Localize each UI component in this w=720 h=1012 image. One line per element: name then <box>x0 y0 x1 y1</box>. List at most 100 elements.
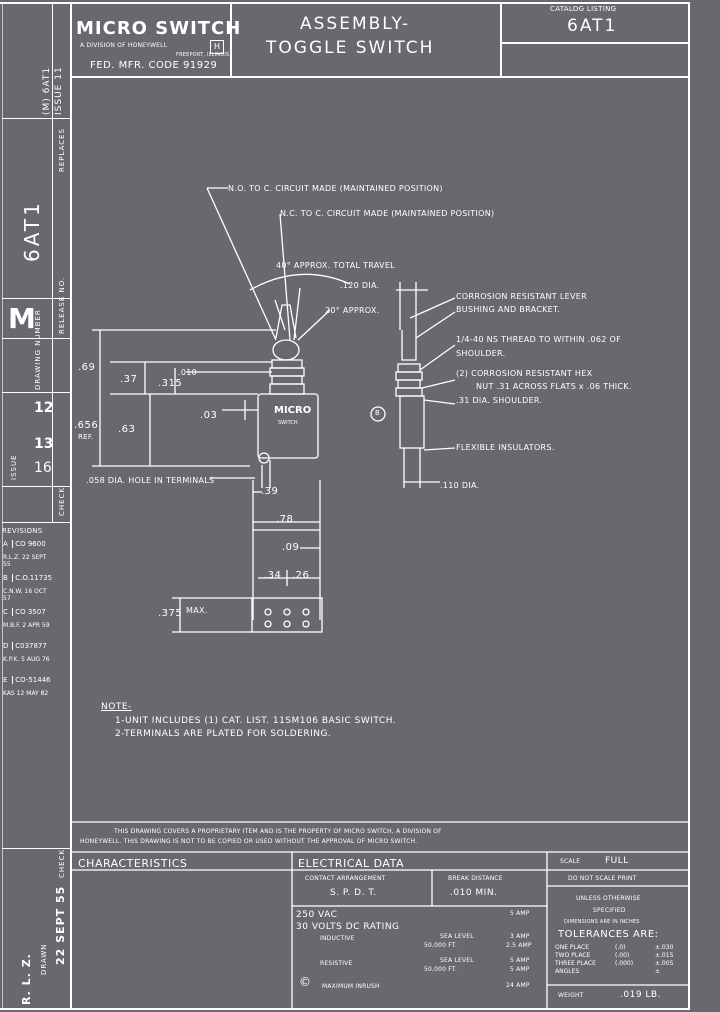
res-50k: 50,000 FT. <box>424 966 458 973</box>
dim-78: .78 <box>276 514 294 525</box>
vac-rating: 250 VAC <box>296 910 338 920</box>
revisions-label: REVISIONS <box>2 527 43 535</box>
dim-37: .37 <box>120 374 138 385</box>
callout-insulators: FLEXIBLE INSULATORS. <box>456 443 555 452</box>
callout-dia-120: .120 DIA. <box>340 281 380 290</box>
tol-row: ONE PLACE(.0)±.030 <box>555 944 674 951</box>
dim-ref: REF. <box>78 433 94 441</box>
frame-bottom <box>0 1008 690 1010</box>
strip-rule-3 <box>2 338 71 339</box>
weight-value: .019 LB. <box>620 990 661 1000</box>
inductive-label: INDUCTIVE <box>320 935 355 942</box>
title-bottom-rule <box>70 76 690 78</box>
callout-bushing: BUSHING AND BRACKET. <box>456 305 561 314</box>
dim-26: .26 <box>292 570 310 581</box>
do-not-scale: DO NOT SCALE PRINT <box>568 875 637 882</box>
notes-heading: NOTE- <box>101 702 132 712</box>
company-city: FREEPORT, ILLINOIS <box>176 52 230 58</box>
title-divider-2 <box>500 2 502 77</box>
callout-no-to-c: N.O. TO C. CIRCUIT MADE (MAINTAINED POSI… <box>228 184 443 193</box>
callout-hole: .058 DIA. HOLE IN TERMINALS <box>86 476 215 485</box>
scale-value: FULL <box>605 856 629 866</box>
rev-row: C.N.W. 16 OCT 57 <box>3 588 47 602</box>
dim-max: MAX. <box>186 606 208 615</box>
dim-315: .315 <box>158 378 183 389</box>
rev-row: D C037877 <box>3 642 47 650</box>
fed-code: FED. MFR. CODE 91929 <box>90 60 218 71</box>
title-line1: ASSEMBLY- <box>300 14 410 34</box>
rev-row: E CO-51446 <box>3 676 51 684</box>
scale-label: SCALE <box>560 858 581 865</box>
tolerances-heading: TOLERANCES ARE: <box>558 929 659 940</box>
tol-row: THREE PLACE(.000)±.005 <box>555 960 674 967</box>
issue-val-2: 13 <box>34 436 54 452</box>
strip-rule-6 <box>2 522 71 523</box>
dim-656: .656 <box>74 420 99 431</box>
dim-34: .34 <box>264 570 282 581</box>
release-letter: M <box>8 302 36 335</box>
frame-right <box>688 2 690 1010</box>
characteristics-heading: CHARACTERISTICS <box>78 857 188 870</box>
unless-1: UNLESS OTHERWISE <box>576 895 641 902</box>
catalog-rule <box>500 42 690 44</box>
callout-thread-2: SHOULDER. <box>456 349 506 358</box>
callout-20-approx: 20° APPROX. <box>325 306 380 315</box>
dim-010: .010 <box>178 368 198 377</box>
callout-nc-to-c: N.C. TO C. CIRCUIT MADE (MAINTAINED POSI… <box>280 209 495 218</box>
frame-top <box>0 2 690 4</box>
inrush-amp: 24 AMP <box>506 982 530 989</box>
electrical-heading: ELECTRICAL DATA <box>298 857 404 870</box>
callout-lever: CORROSION RESISTANT LEVER <box>456 292 587 301</box>
break-label: BREAK DISTANCE <box>448 875 503 882</box>
ind-50k-amp: 2.5 AMP <box>506 942 532 949</box>
weight-label: WEIGHT <box>558 992 584 999</box>
resistive-label: RESISTIVE <box>320 960 353 967</box>
rev-row: B C.O.11735 <box>3 574 53 582</box>
callout-travel: 40° APPROX. TOTAL TRAVEL <box>276 261 395 270</box>
strip-col <box>52 2 53 522</box>
frame-left-inner <box>70 2 72 1010</box>
callout-thread: 1/4-40 NS THREAD TO WITHIN .062 OF <box>456 335 622 344</box>
dim-03: .03 <box>200 410 218 421</box>
revisions-list: A CO 9600 R.L.Z. 22 SEPT 55 B C.O.11735 … <box>3 540 53 710</box>
unless-2: SPECIFIED <box>593 907 626 914</box>
proprietary-1: THIS DRAWING COVERS A PROPRIETARY ITEM A… <box>114 828 442 835</box>
company-name: MICRO SWITCH <box>76 18 242 39</box>
callout-hex: (2) CORROSION RESISTANT HEX <box>456 369 593 378</box>
tol-row: TWO PLACE(.00)±.015 <box>555 952 674 959</box>
res-50k-amp: 5 AMP <box>510 966 530 973</box>
ind-sea-level: SEA LEVEL <box>440 933 474 940</box>
view-b-label: B <box>375 409 381 417</box>
copyright-mark: © <box>299 975 312 989</box>
catalog-value: 6AT1 <box>567 16 618 36</box>
note-2: 2-TERMINALS ARE PLATED FOR SOLDERING. <box>115 729 332 739</box>
strip-rule-1 <box>2 118 71 119</box>
callout-hex-2: NUT .31 ACROSS FLATS x .06 THICK. <box>476 382 632 391</box>
rev-row: M.B.F. 2 APR 59 <box>3 622 50 629</box>
frame-left-strip <box>2 2 3 1010</box>
rev-row: C CO 3507 <box>3 608 46 616</box>
strip-rule-7 <box>2 848 71 849</box>
dim-375: .375 <box>158 608 183 619</box>
title-line2: TOGGLE SWITCH <box>266 38 435 58</box>
inrush-label: MAXIMUM INRUSH <box>322 983 380 990</box>
strip-rule-2 <box>2 298 71 299</box>
dim-69: .69 <box>78 362 96 373</box>
dim-39: .39 <box>261 486 279 497</box>
strip-rule-4 <box>2 392 71 393</box>
note-1: 1-UNIT INCLUDES (1) CAT. LIST. 11SM106 B… <box>115 716 397 726</box>
rev-row: K.P.K. 5 AUG 76 <box>3 656 50 663</box>
vac-amp: 5 AMP <box>510 910 530 917</box>
contact-value: S. P. D. T. <box>330 888 377 898</box>
ind-sea-amp: 3 AMP <box>510 933 530 940</box>
rev-row: R.L.Z. 22 SEPT 55 <box>3 554 47 568</box>
callout-shoulder: .31 DIA. SHOULDER. <box>456 396 543 405</box>
res-sea-amp: 5 AMP <box>510 957 530 964</box>
tol-row: ANGLES± <box>555 968 661 975</box>
rev-row: A CO 9600 <box>3 540 46 548</box>
tolerance-table: ONE PLACE(.0)±.030 TWO PLACE(.00)±.015 T… <box>555 944 685 976</box>
dim-09: .09 <box>282 542 300 553</box>
ind-50k: 50,000 FT. <box>424 942 458 949</box>
contact-label: CONTACT ARRANGEMENT <box>305 875 386 882</box>
dim-63: .63 <box>118 424 136 435</box>
